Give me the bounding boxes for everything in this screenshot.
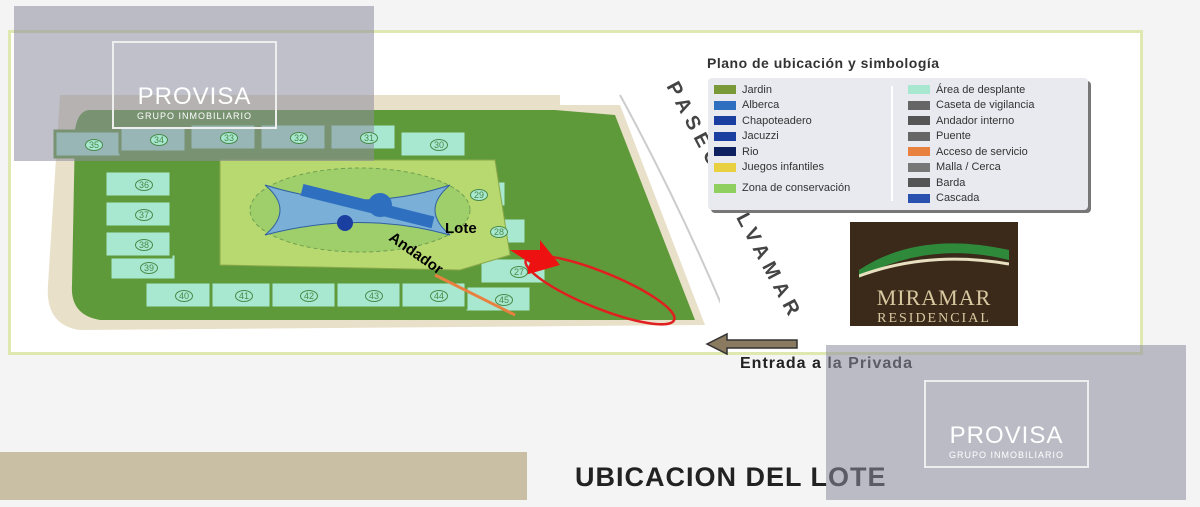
lot-number[interactable]: 30 [430,139,449,151]
lot-number[interactable]: 31 [360,132,379,144]
legend-item: Cascada [908,191,1034,207]
lot-number[interactable]: 32 [290,132,309,144]
entrance-arrow-icon [705,332,798,356]
lot-number[interactable]: 28 [490,226,509,238]
legend-label: Malla / Cerca [936,161,1001,174]
legend-label: Alberca [742,99,780,112]
legend-item: Barda [908,175,1034,191]
legend-swatch-icon [714,162,736,172]
legend-item: Chapoteadero [714,113,852,129]
legend-swatch-icon [908,162,930,172]
legend-label: Puente [936,130,971,143]
watermark-name: PROVISA [949,422,1064,449]
legend-swatch-icon [714,116,736,126]
legend-label: Acceso de servicio [936,145,1028,158]
legend-swatch-icon [714,147,736,157]
watermark-sub: GRUPO INMOBILIARIO [948,450,1064,460]
lot-number[interactable]: 35 [85,139,104,151]
legend-label: Rio [742,145,759,158]
legend-swatch-icon [714,131,736,141]
legend-label: Caseta de vigilancia [936,99,1035,112]
legend-item: Juegos infantiles [714,160,852,176]
legend-label: Barda [936,176,966,189]
lote-label: Lote [445,220,477,237]
provisa-logo: PROVISA GRUPO INMOBILIARIO [924,380,1089,468]
lot-number[interactable]: 43 [365,290,384,302]
legend-item: Caseta de vigilancia [908,98,1034,114]
legend-item: Jardin [714,82,852,98]
legend-swatch-icon [908,178,930,188]
miramar-logo: MIRAMAR RESIDENCIAL [850,222,1018,326]
legend-label: Juegos infantiles [742,161,824,174]
legend-swatch-icon [714,183,736,193]
lot-number[interactable]: 42 [300,290,319,302]
lot-number[interactable]: 41 [235,290,254,302]
watermark-bottom: PROVISA GRUPO INMOBILIARIO [826,345,1186,500]
legend-item: Acceso de servicio [908,144,1034,160]
watermark-top: PROVISA GRUPO INMOBILIARIO [14,6,374,161]
lot-number[interactable]: 37 [135,209,154,221]
lot-number[interactable]: 45 [495,294,514,306]
legend-swatch-icon [908,85,930,95]
lot-number[interactable]: 40 [175,290,194,302]
lot-number[interactable]: 29 [470,189,489,201]
legend-label: Chapoteadero [742,114,812,127]
legend-item: Malla / Cerca [908,160,1034,176]
legend-item: Andador interno [908,113,1034,129]
legend-item: Alberca [714,98,852,114]
legend-label: Andador interno [936,114,1015,127]
watermark-name: PROVISA [137,83,252,110]
legend-label: Área de desplante [936,83,1026,96]
brand-name: MIRAMAR [876,285,992,310]
legend-swatch-icon [908,147,930,157]
legend-item: Área de desplante [908,82,1034,98]
lot-number[interactable]: 27 [510,266,529,278]
lot-number[interactable]: 36 [135,179,154,191]
legend-swatch-icon [908,116,930,126]
watermark-sub: GRUPO INMOBILIARIO [136,111,252,121]
lot-number[interactable]: 44 [430,290,449,302]
lot-number[interactable]: 34 [150,134,169,146]
lot-number[interactable]: 38 [135,239,154,251]
legend-item: Zona de conservación [714,175,852,201]
legend-label: Cascada [936,192,980,205]
lot-pointer-arrow [510,240,560,275]
legend-title: Plano de ubicación y simbología [707,55,940,71]
brand-sub: RESIDENCIAL [877,311,991,326]
lot-number[interactable]: 33 [220,132,239,144]
legend-swatch-icon [714,85,736,95]
provisa-logo: PROVISA GRUPO INMOBILIARIO [112,41,277,129]
legend-label: Jardin [742,83,772,96]
decor-band [0,452,527,500]
legend-swatch-icon [908,100,930,110]
legend-swatch-icon [908,131,930,141]
legend-swatch-icon [714,100,736,110]
legend-item: Rio [714,144,852,160]
legend-label: Jacuzzi [742,130,779,143]
legend-swatch-icon [908,193,930,203]
legend-item: Jacuzzi [714,129,852,145]
legend-label: Zona de conservación [742,182,851,194]
lot-number[interactable]: 39 [140,262,159,274]
legend-item: Puente [908,129,1034,145]
